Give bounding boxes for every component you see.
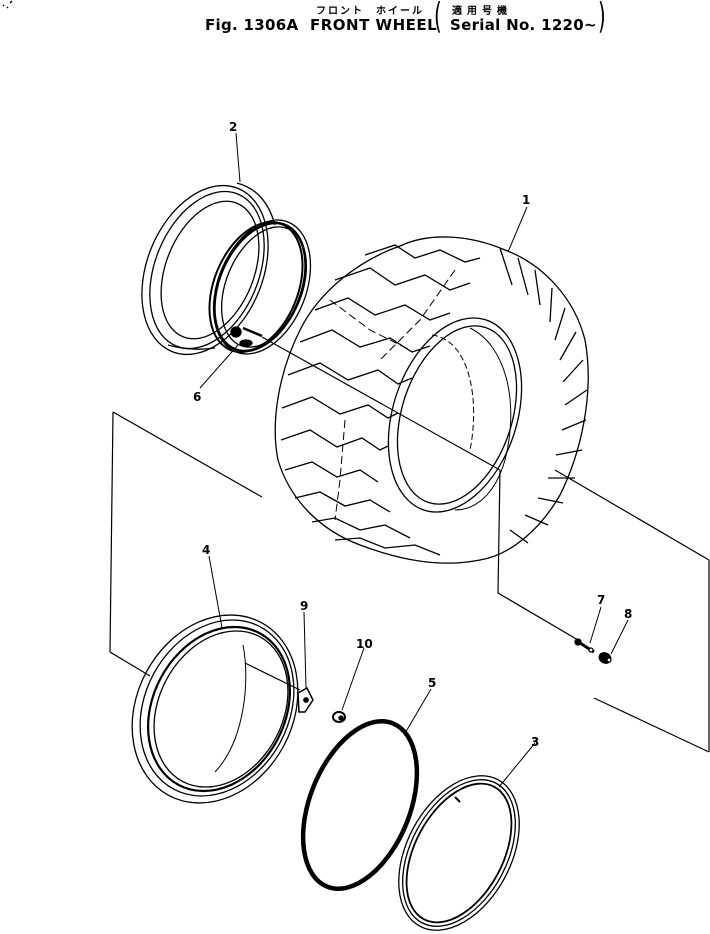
- serial-number-label: Serial No. 1220~: [450, 16, 597, 34]
- plate-drawing: [297, 686, 314, 713]
- part-label-5: 5: [428, 676, 436, 690]
- lock-ring-drawing: [398, 775, 520, 931]
- part-label-9: 9: [300, 599, 308, 613]
- part-label-4: 4: [202, 543, 210, 557]
- tire-drawing: [274, 236, 589, 564]
- valve-cap-drawing: [598, 652, 612, 664]
- part-label-7: 7: [597, 593, 605, 607]
- side-ring-drawing: [131, 614, 299, 804]
- serial-label-japanese: 適用号機: [452, 6, 512, 17]
- wheel-rim-drawing: [141, 182, 312, 356]
- nut-drawing: [332, 711, 346, 723]
- part-label-3: 3: [531, 735, 539, 749]
- valve-drawing: [574, 638, 595, 654]
- assembly-guide-lines: [109, 336, 710, 753]
- scan-speck-marks: [2, 0, 13, 9]
- paren-close: ): [598, 0, 606, 37]
- part-label-2: 2: [229, 120, 237, 134]
- paren-open: (: [434, 0, 442, 37]
- title-japanese: フロント ホイール: [316, 6, 424, 17]
- figure-title: FRONT WHEEL: [310, 16, 438, 34]
- part-label-10: 10: [356, 637, 373, 651]
- figure-number: Fig. 1306A: [205, 16, 299, 34]
- figure-header: Fig. 1306A フロント ホイール FRONT WHEEL ( 適用号機 …: [0, 0, 710, 40]
- leader-lines: [199, 132, 629, 788]
- o-ring-drawing: [300, 719, 420, 891]
- part-label-8: 8: [624, 607, 632, 621]
- part-label-6: 6: [193, 390, 201, 404]
- part-number-labels: 1 2 3 4 5 6 7 8 9 10: [193, 120, 632, 749]
- part-label-1: 1: [522, 193, 530, 207]
